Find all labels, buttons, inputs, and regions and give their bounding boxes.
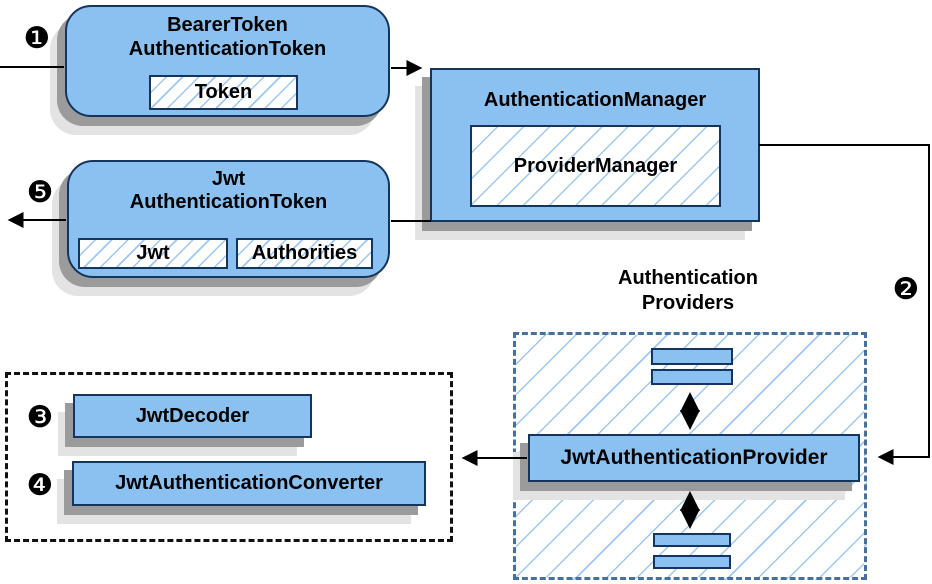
step-4-badge: ❹ bbox=[26, 468, 54, 503]
provider-manager-field: ProviderManager bbox=[470, 125, 721, 207]
authorities-field: Authorities bbox=[236, 238, 373, 269]
step-2-badge: ❷ bbox=[892, 272, 920, 307]
generic-provider-bar-bottom-2 bbox=[653, 555, 731, 569]
providers-label-line1: Authentication bbox=[618, 267, 758, 289]
step-3-badge: ❸ bbox=[26, 400, 54, 435]
jwt-field: Jwt bbox=[78, 238, 228, 269]
jwt-token-title-line1: Jwt bbox=[211, 168, 246, 190]
authentication-providers-label: Authentication Providers bbox=[568, 266, 808, 316]
generic-provider-bar-top-1 bbox=[651, 348, 733, 365]
generic-provider-bar-bottom-1 bbox=[653, 533, 731, 547]
bearer-token-title-line1: BearerToken bbox=[167, 14, 288, 36]
step-5-badge: ❺ bbox=[26, 175, 54, 210]
authentication-manager-title: AuthenticationManager bbox=[483, 89, 707, 111]
generic-provider-bar-top-2 bbox=[651, 369, 733, 385]
jwt-token-node-title: Jwt AuthenticationToken bbox=[67, 168, 390, 214]
jwt-decoder-node: JwtDecoder bbox=[73, 394, 312, 438]
bearer-token-node-title: BearerToken AuthenticationToken bbox=[65, 13, 390, 61]
step-1-badge: ❶ bbox=[23, 21, 51, 56]
jwt-authentication-converter-node: JwtAuthenticationConverter bbox=[72, 461, 426, 506]
bearer-token-title-line2: AuthenticationToken bbox=[128, 38, 327, 60]
jwt-authentication-provider-node: JwtAuthenticationProvider bbox=[528, 434, 860, 482]
providers-label-line2: Providers bbox=[641, 292, 735, 314]
token-field: Token bbox=[149, 75, 298, 110]
jwt-token-title-line2: AuthenticationToken bbox=[129, 191, 328, 213]
